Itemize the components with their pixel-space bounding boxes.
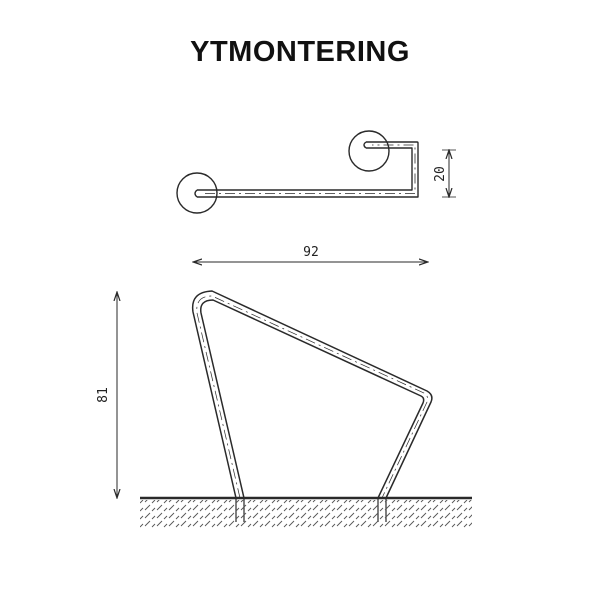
rack-tube-outer bbox=[191, 290, 433, 499]
dimension-20: 20 bbox=[433, 150, 456, 197]
top-view-tube-inner bbox=[197, 141, 419, 198]
ground bbox=[140, 496, 472, 528]
page-title: YTMONTERING bbox=[190, 36, 410, 68]
ground-hatching bbox=[140, 500, 472, 528]
left-mount-plate bbox=[176, 172, 218, 214]
side-view bbox=[191, 290, 433, 522]
top-view bbox=[176, 130, 419, 214]
top-view-tube-end-right bbox=[363, 141, 367, 149]
dimension-92-label: 92 bbox=[303, 245, 319, 260]
top-view-tube-outer bbox=[197, 147, 413, 191]
rack-tube-inner bbox=[200, 299, 425, 499]
dimension-92: 92 bbox=[193, 245, 428, 262]
dimension-81-label: 81 bbox=[96, 387, 111, 403]
top-view-center-line bbox=[205, 144, 416, 194]
dimension-81: 81 bbox=[96, 292, 117, 498]
dimension-20-label: 20 bbox=[433, 166, 448, 182]
right-mount-plate bbox=[348, 130, 390, 172]
top-view-tube-end-left bbox=[194, 189, 198, 198]
